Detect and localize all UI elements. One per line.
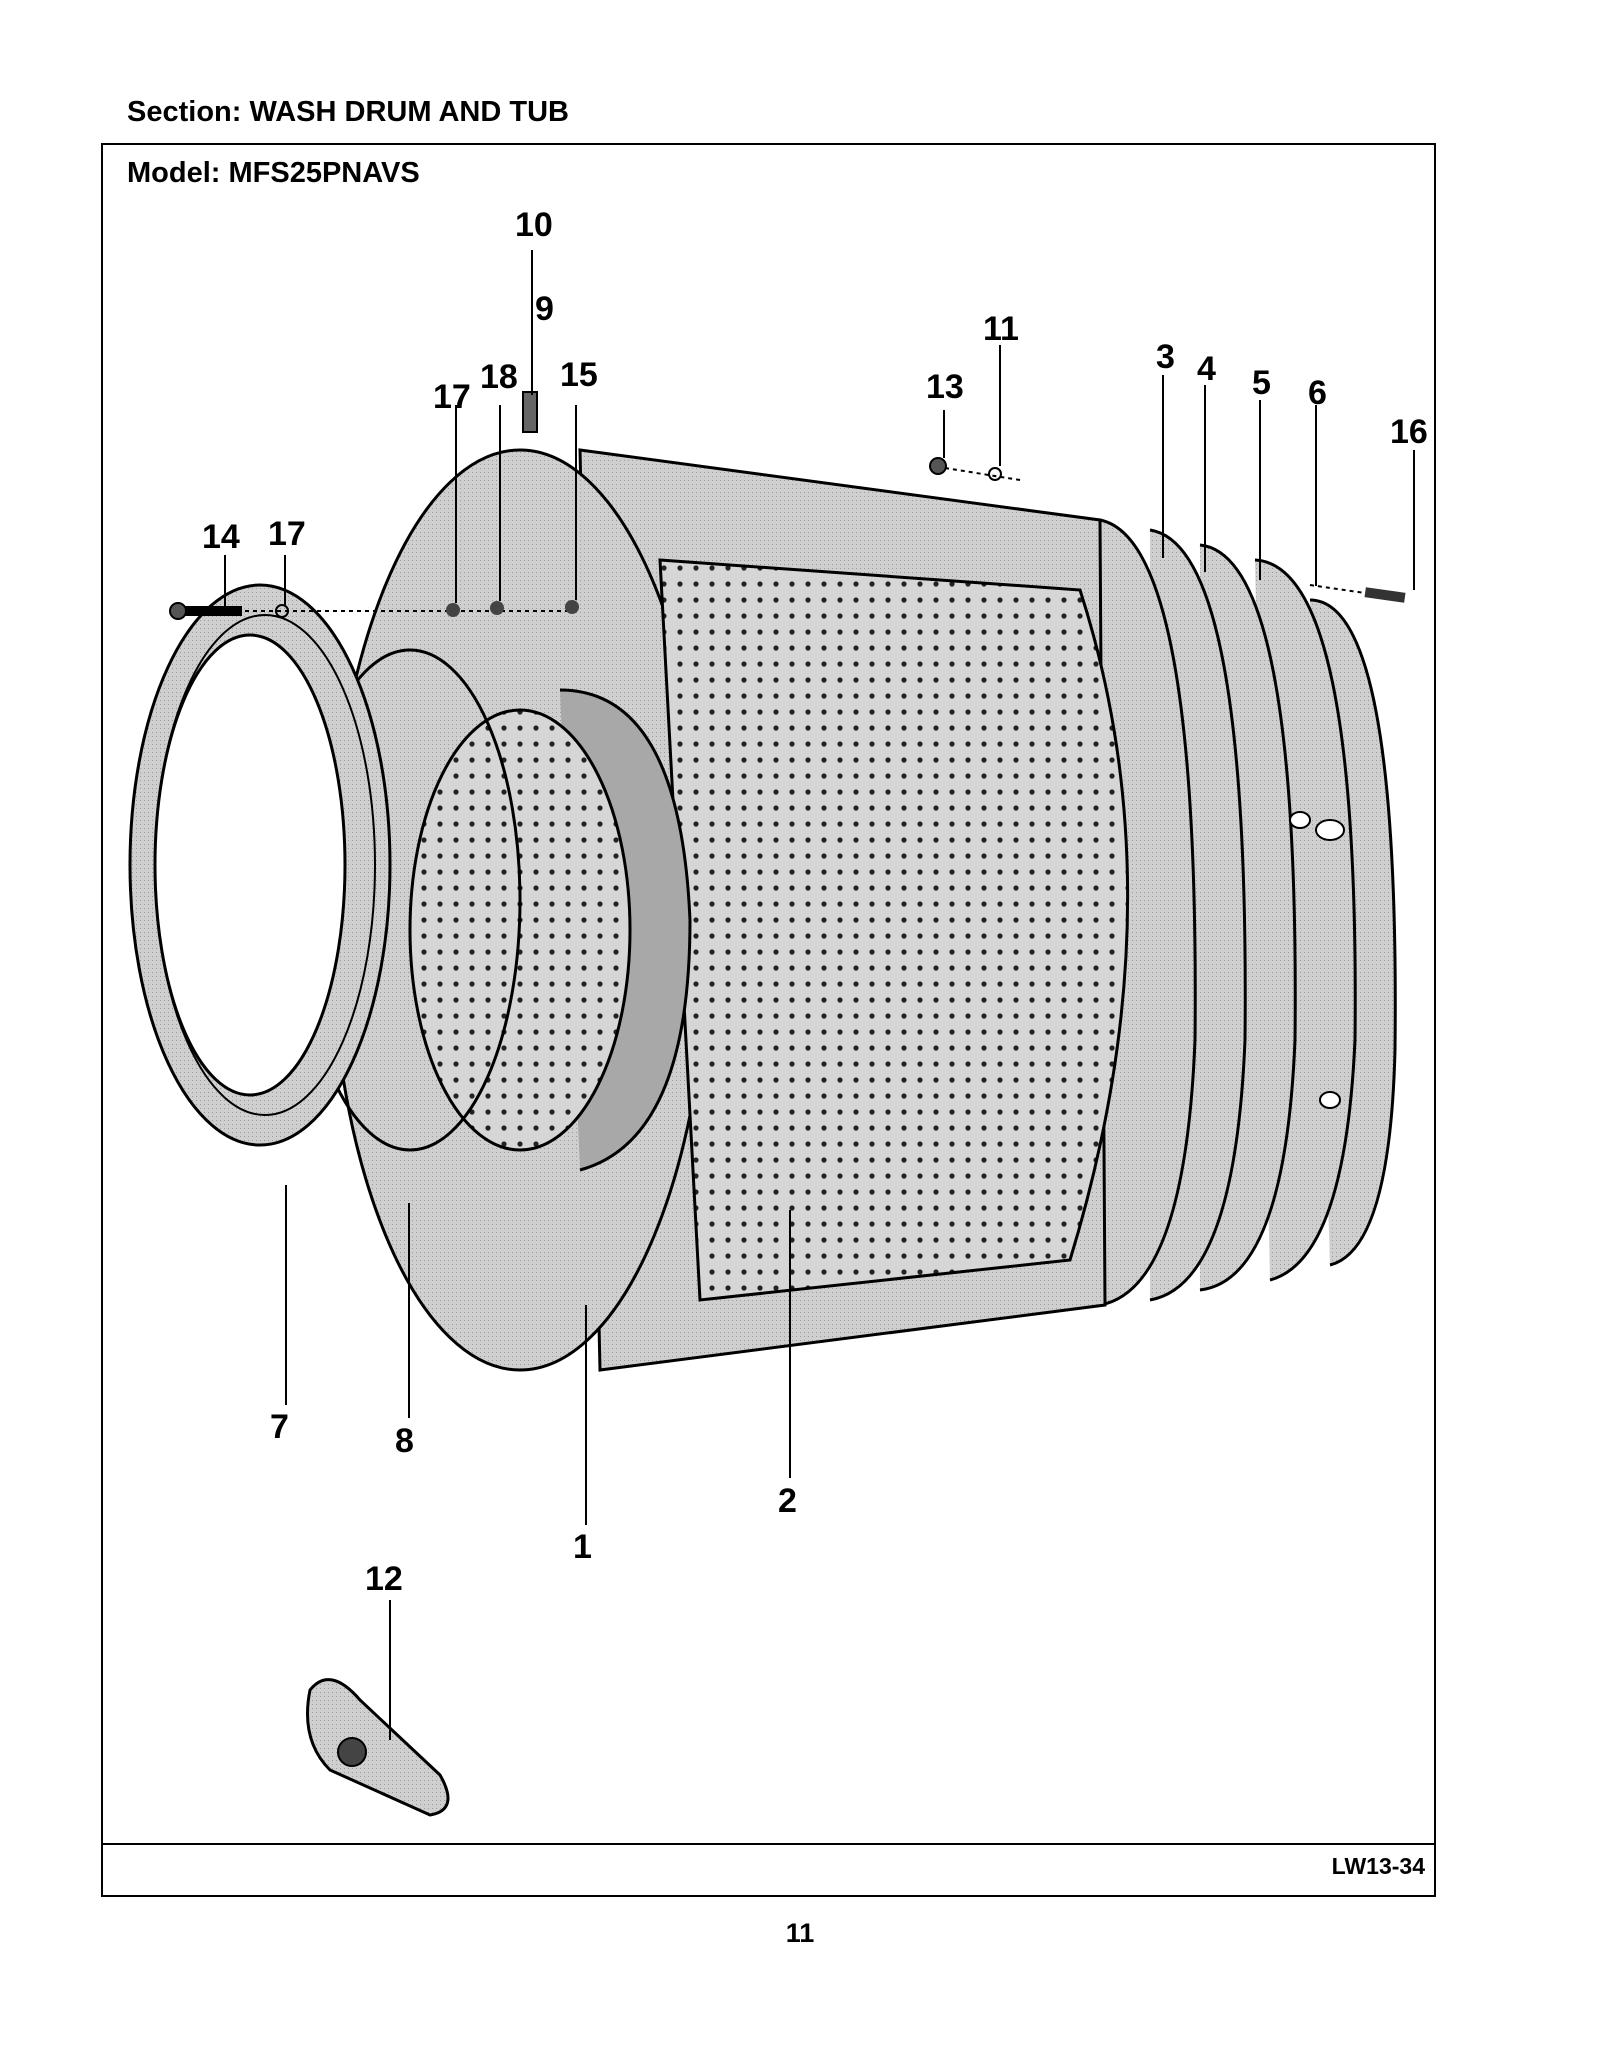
callout-labels: 10 9 17 18 15 14 17 11 13 3 4 5 6 16 7 8…: [202, 206, 1428, 1598]
callout-10: 10: [515, 206, 553, 244]
callout-9: 9: [535, 290, 554, 328]
callout-18: 18: [480, 358, 518, 396]
diagram-frame: [101, 143, 1436, 1897]
front-gasket: [128, 583, 522, 1152]
model-title: Model: MFS25PNAVS: [127, 157, 420, 189]
footer-divider: [101, 1843, 1436, 1845]
callout-5: 5: [1252, 364, 1271, 402]
callout-17-left: 17: [268, 515, 306, 553]
callout-14: 14: [202, 518, 240, 556]
callout-15: 15: [560, 356, 598, 394]
callout-16: 16: [1390, 413, 1428, 451]
section-title: Section: WASH DRUM AND TUB: [127, 96, 569, 128]
callout-2: 2: [778, 1482, 797, 1520]
callout-13: 13: [926, 368, 964, 406]
callout-7: 7: [270, 1408, 289, 1446]
figure-code: LW13-34: [1331, 1853, 1425, 1879]
callout-12: 12: [365, 1560, 403, 1598]
callout-17-top: 17: [433, 378, 471, 416]
page-number: 11: [785, 1918, 815, 1948]
callout-3: 3: [1156, 338, 1175, 376]
callout-8: 8: [395, 1422, 414, 1460]
callout-1: 1: [573, 1528, 592, 1566]
hardware: [169, 391, 1406, 620]
callout-11: 11: [983, 310, 1019, 348]
callout-6: 6: [1308, 374, 1327, 412]
access-cover: [306, 1678, 450, 1817]
callout-4: 4: [1197, 350, 1216, 388]
leader-lines: [224, 250, 1415, 1740]
rear-rings: [1099, 518, 1397, 1307]
